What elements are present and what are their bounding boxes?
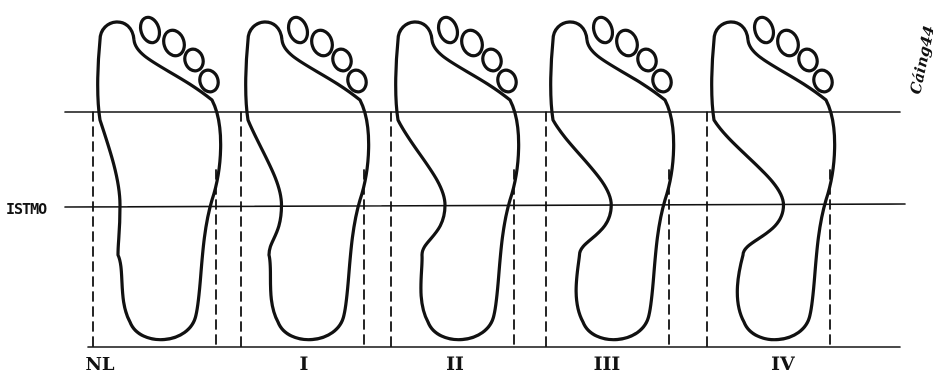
toe-1	[435, 15, 460, 45]
footprint-4: III	[546, 15, 674, 375]
grade-label: IV	[771, 353, 796, 375]
grade-label: III	[594, 353, 621, 375]
toe-3	[480, 47, 504, 73]
toe-1	[285, 15, 310, 45]
grade-label: NL	[85, 354, 114, 375]
footprint-5: IV	[707, 15, 835, 375]
sole-outline	[551, 22, 674, 340]
toe-2	[308, 28, 335, 59]
footprint-2: I	[241, 15, 369, 375]
toe-2	[160, 28, 187, 59]
sole-outline	[712, 22, 835, 340]
toe-1	[590, 15, 615, 45]
sole-outline	[98, 22, 221, 340]
toe-3	[635, 47, 659, 73]
istmo-label: ISTMO	[6, 200, 47, 218]
sole-outline	[396, 22, 519, 340]
grade-label: II	[446, 353, 464, 375]
grade-label: I	[300, 353, 309, 375]
footprint-1: NL	[85, 15, 221, 375]
toe-2	[613, 28, 640, 59]
toe-3	[330, 47, 354, 73]
artist-signature: Cáing44	[906, 24, 933, 96]
sole-outline	[246, 22, 369, 340]
toe-2	[458, 28, 485, 59]
toe-1	[751, 15, 776, 45]
toe-1	[137, 15, 162, 45]
toe-3	[796, 47, 820, 73]
istmo-line	[65, 204, 905, 207]
toe-3	[182, 47, 206, 73]
footprint-3: II	[391, 15, 519, 375]
toe-2	[774, 28, 801, 59]
